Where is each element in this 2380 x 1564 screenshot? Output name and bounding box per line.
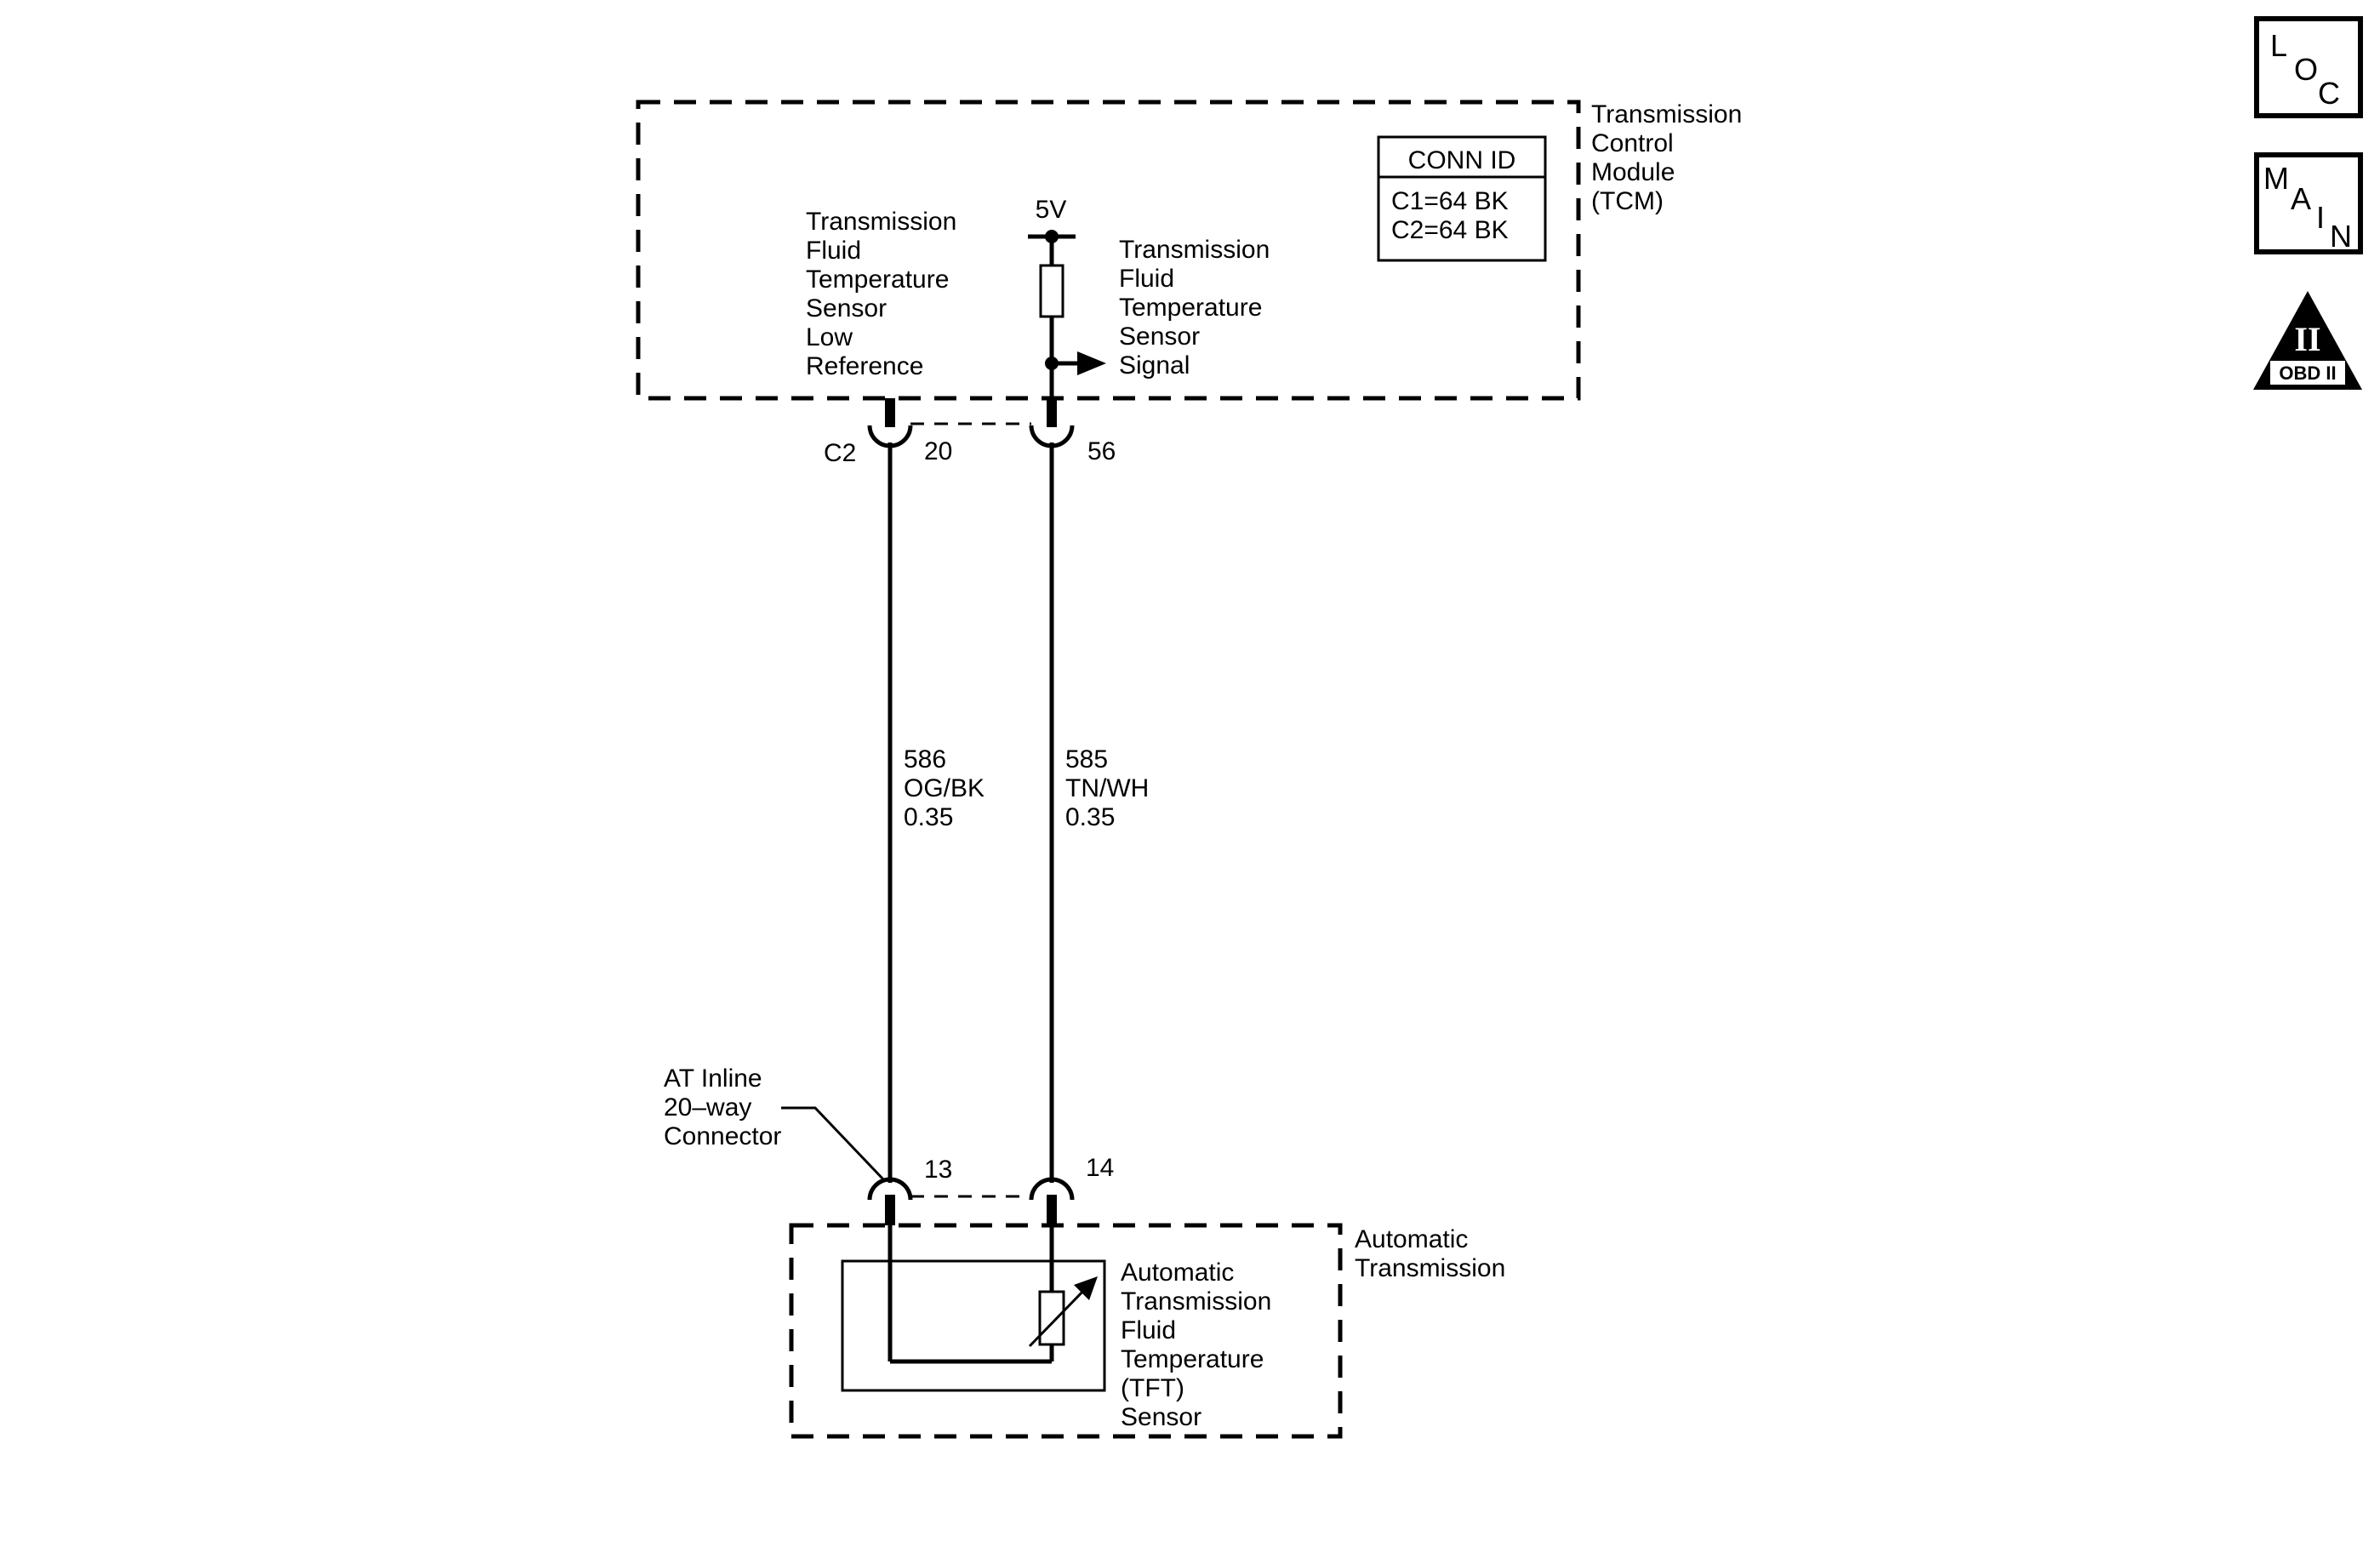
low-reference-label: Transmission Fluid Temperature Sensor Lo… — [806, 208, 964, 380]
main-letter-i: I — [2316, 200, 2325, 235]
tft-sensor — [841, 1225, 1106, 1392]
wires: 586 OG/BK 0.35 585 TN/WH 0.35 — [888, 442, 1156, 1183]
inline-connector-label: AT Inline 20–way Connector — [664, 1065, 781, 1150]
transmission-label: Automatic Transmission — [1355, 1225, 1505, 1282]
tft-sensor-label: Automatic Transmission Fluid Temperature… — [1121, 1259, 1279, 1431]
automatic-transmission: Automatic Transmission Automatic Transmi… — [789, 1223, 1505, 1439]
main-letter-m: M — [2263, 161, 2289, 196]
main-letter-n: N — [2330, 219, 2352, 254]
pull-up-resistor: 5V — [1028, 196, 1106, 398]
conn-id-box: CONN ID C1=64 BK C2=64 BK — [1377, 135, 1547, 262]
loc-letter-c: C — [2318, 76, 2340, 111]
obd-ii-badge[interactable]: OBD II II — [2253, 291, 2362, 390]
transmission-dashed-boundary — [789, 1223, 1343, 1439]
tcm-dashed-boundary — [636, 100, 1581, 401]
pin-56-label: 56 — [1087, 437, 1116, 465]
tcm-connector-c2: C2 20 56 — [824, 398, 1116, 467]
inline-connector-leader — [781, 1106, 887, 1183]
obd-text: OBD II — [2279, 362, 2336, 384]
connector-c2-label: C2 — [824, 439, 856, 467]
loc-letter-o: O — [2294, 52, 2318, 87]
pin-14-label: 14 — [1086, 1154, 1114, 1182]
variable-arrow — [1074, 1276, 1098, 1300]
conn-id-row-2: C2=64 BK — [1391, 216, 1509, 244]
conn-id-row-1: C1=64 BK — [1391, 187, 1509, 215]
obd-numeral: II — [2294, 320, 2320, 358]
pin-13-label: 13 — [924, 1156, 952, 1184]
loc-letter-l: L — [2270, 28, 2287, 63]
main-badge[interactable]: M A I N — [2254, 152, 2363, 254]
supply-voltage-label: 5V — [1036, 196, 1067, 224]
wire-585-label: 585 TN/WH 0.35 — [1065, 745, 1156, 831]
thermistor-symbol — [1038, 1290, 1065, 1346]
wire-586-label: 586 OG/BK 0.35 — [904, 745, 991, 831]
main-letter-a: A — [2291, 181, 2311, 216]
signal-arrow — [1077, 351, 1106, 375]
loc-badge[interactable]: L O C — [2254, 16, 2363, 118]
tcm-module-label: Transmission Control Module (TCM) — [1591, 100, 1749, 215]
resistor-symbol — [1039, 264, 1064, 318]
at-inline-connector: AT Inline 20–way Connector 13 14 — [664, 1065, 1114, 1225]
tcm-module: Transmission Control Module (TCM) CONN I… — [636, 100, 1749, 401]
signal-label: Transmission Fluid Temperature Sensor Si… — [1119, 236, 1277, 380]
conn-id-title: CONN ID — [1408, 146, 1516, 174]
pin-20-label: 20 — [924, 437, 952, 465]
